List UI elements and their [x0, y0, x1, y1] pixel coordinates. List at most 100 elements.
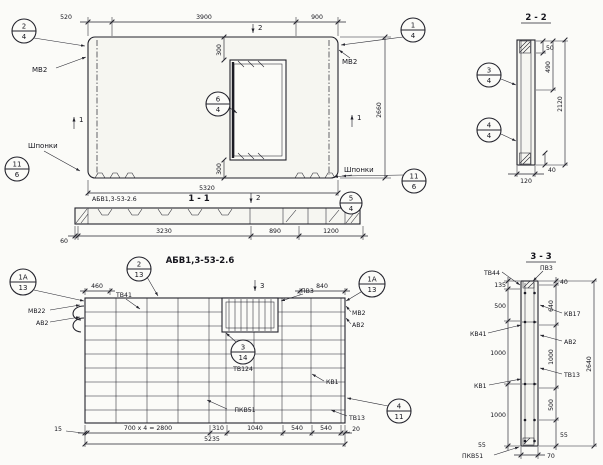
callout-sheet: 4 [487, 77, 492, 85]
dim-5320-label: 5320 [199, 185, 215, 192]
callout-sheet: 4 [22, 33, 27, 41]
callout-number: 6 [216, 96, 221, 104]
callout-number: 1 [411, 22, 415, 30]
dim-2120: 2120 [557, 96, 564, 112]
anchor-hooks-left [72, 305, 85, 333]
strip-title: 1 - 1 [188, 194, 209, 204]
label-av2-right: АВ2 [352, 322, 364, 329]
dim-1040: 1040 [247, 425, 263, 432]
section-marker-2-strip: 2 [249, 193, 260, 203]
section-3-3-dims-left: 135 500 1000 1000 55 [478, 277, 520, 450]
section-1-1-view: АБВ1,3-53-2.6 1 - 1 2 60 3230 890 1200 [60, 191, 368, 245]
dim-40-right: 40 [560, 279, 568, 286]
section-marker-2-label: 2 [258, 24, 262, 32]
mv2-right-text: МВ2 [342, 58, 357, 66]
callout-sheet: 13 [368, 286, 377, 294]
section-3-3-dims-right: 40 640 1000 500 55 2640 [539, 277, 597, 450]
dim-2660-label: 2660 [376, 102, 383, 118]
label-kv41: КВ41 [470, 331, 487, 338]
rebar-grid [84, 297, 346, 424]
callout-number: 3 [487, 67, 491, 75]
dim-640-right: 640 [548, 300, 555, 312]
section-3-3-bottom: ПКВ51 70 [462, 446, 555, 460]
section-marker-1-right: 1 [350, 114, 361, 127]
section-marker-2-strip-label: 2 [256, 194, 260, 202]
rebar-dim-bottom: 15 700 х 4 = 2800 310 1040 540 540 20 52… [54, 425, 360, 447]
callout-rebar-top: 2 13 [126, 256, 159, 297]
label-mv22: МВ22 [28, 308, 46, 315]
callout-number: 1А [18, 274, 27, 282]
shponki-right-text: Шпонки [344, 166, 374, 174]
rebar-dim-top: 460 840 [80, 283, 350, 295]
section-marker-1-right-label: 1 [357, 114, 361, 122]
dim-840: 840 [316, 283, 328, 290]
callout-rebar-mid: 3 14 [225, 332, 256, 365]
callout-plan-keys-left: 11 6 [4, 156, 30, 182]
door-opening [229, 59, 287, 161]
section-3-3-title: 3 - 3 [530, 252, 551, 262]
plan-view: 520 3900 900 2 300 300 2660 [4, 14, 427, 196]
callout-sheet: 14 [239, 354, 248, 362]
rebar-title: АБВ1,3-53-2.6 [166, 256, 235, 266]
dim-520: 520 [60, 14, 72, 21]
section-2-2-details [519, 40, 532, 165]
rebar-plan-view: АБВ1,3-53-2.6 [9, 256, 412, 447]
callout-sheet: 4 [487, 132, 492, 140]
dim-2640: 2640 [586, 356, 593, 372]
dim-1200: 1200 [323, 228, 339, 235]
dim-2660: 2660 [340, 34, 391, 181]
callout-sheet: 4 [216, 106, 221, 114]
label-mv2-right: МВ2 [352, 310, 366, 317]
callout-sheet: 4 [411, 32, 416, 40]
dim-120: 120 [520, 178, 532, 185]
section-3-3-top-labels: ТВ44 ПВ3 [483, 265, 553, 286]
callout-2-2-lower: 4 4 [476, 117, 517, 143]
dim-55-left: 55 [478, 442, 486, 449]
dim-3900: 3900 [196, 14, 212, 21]
label-shponki-left: Шпонки [28, 142, 81, 172]
shponki-left-text: Шпонки [28, 142, 58, 150]
label-kv1: КВ1 [326, 379, 339, 386]
label-tv44: ТВ44 [483, 270, 500, 277]
dim-chain-top: 520 3900 900 [60, 14, 346, 36]
callout-sheet: 13 [19, 284, 28, 292]
rebar-opening [221, 297, 279, 333]
rebar-labels: ТВ41 ПВ3 МВ22 АВ2 МВ2 АВ2 ТВ124 КВ1 ПКВ5… [28, 288, 366, 422]
dim-opening-300: 300 300 [216, 34, 227, 181]
section-marker-3: 3 [253, 280, 264, 291]
dim-300-top: 300 [216, 44, 223, 56]
dim-70: 70 [547, 453, 555, 460]
dim-3230: 3230 [156, 228, 172, 235]
dim-1000-left-b: 1000 [490, 412, 506, 419]
dim-900: 900 [311, 14, 323, 21]
dim-890: 890 [269, 228, 281, 235]
callout-rebar-right: 1А 13 [345, 270, 386, 302]
callout-plan-top-right: 1 4 [340, 17, 426, 46]
section-marker-1-left-label: 1 [79, 116, 83, 124]
label-tv13-33: ТВ13 [563, 372, 580, 379]
strip-outline [74, 207, 361, 225]
callout-2-2-upper: 3 4 [476, 62, 517, 88]
label-pv3-33: ПВ3 [540, 265, 553, 272]
callout-sheet: 6 [412, 183, 417, 191]
label-pkv51: ПКВ51 [234, 407, 255, 414]
callout-number: 2 [137, 261, 141, 269]
dim-700x4: 700 х 4 = 2800 [124, 425, 172, 432]
dim-40: 40 [548, 167, 556, 174]
strip-mark: АБВ1,3-53-2.6 [92, 196, 137, 203]
dim-60: 60 [60, 238, 68, 245]
dim-490: 490 [545, 61, 552, 73]
callout-sheet: 11 [395, 413, 404, 421]
label-mv2-right: МВ2 [338, 49, 357, 66]
label-kv1-33: КВ1 [474, 383, 487, 390]
dim-500-right: 500 [548, 399, 555, 411]
callout-sheet: 13 [135, 271, 144, 279]
callout-plan-top-left: 2 4 [11, 18, 86, 47]
label-kv17: КВ17 [564, 311, 581, 318]
section-3-3-details [522, 280, 537, 446]
label-pv3: ПВ3 [301, 288, 314, 295]
section-3-3-side-labels: КВ41 КВ1 КВ17 АВ2 ТВ13 [470, 304, 581, 390]
dim-500-left: 500 [494, 303, 506, 310]
